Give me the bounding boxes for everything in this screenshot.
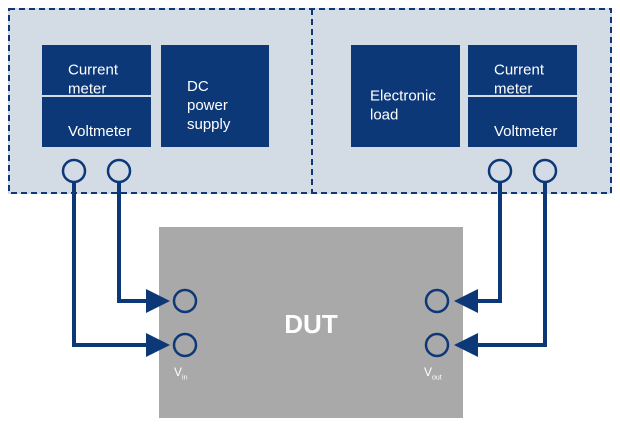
vin-terminal-lower xyxy=(172,332,198,358)
dc-power-supply: DC power supply xyxy=(161,45,269,147)
dut-block: DUT Vin Vout xyxy=(159,227,463,418)
source-terminal-1 xyxy=(61,158,87,184)
source-voltmeter: Voltmeter xyxy=(42,97,151,147)
source-current-meter: Current meter xyxy=(42,45,151,98)
electronic-load-label: Electronic load xyxy=(370,87,436,124)
vin-label: Vin xyxy=(174,365,188,382)
load-current-meter: Current meter xyxy=(468,45,577,98)
load-terminal-1 xyxy=(487,158,513,184)
vout-terminal-upper xyxy=(424,288,450,314)
wire-source-to-vin-lower xyxy=(72,183,170,357)
load-current-meter-label: Current meter xyxy=(494,61,545,98)
wire-load-to-vout-lower xyxy=(454,183,547,357)
vout-terminal-lower xyxy=(424,332,450,358)
outer-dashed-border xyxy=(8,8,612,194)
dc-power-supply-label: DC power supply xyxy=(187,78,231,133)
load-voltmeter: Voltmeter xyxy=(468,97,577,147)
vout-label: Vout xyxy=(424,365,442,382)
wire-source-to-vin-upper xyxy=(117,183,170,313)
source-current-meter-label: Current meter xyxy=(68,61,119,98)
electronic-load: Electronic load xyxy=(351,45,460,147)
load-equipment-panel: Electronic load Current meter Voltmeter xyxy=(312,8,612,194)
source-equipment-panel: Current meter Voltmeter DC power supply xyxy=(8,8,312,194)
load-terminal-2 xyxy=(532,158,558,184)
wire-load-to-vout-upper xyxy=(454,183,502,313)
source-terminal-2 xyxy=(106,158,132,184)
dut-label: DUT xyxy=(284,309,338,339)
source-voltmeter-label: Voltmeter xyxy=(68,123,132,140)
vin-terminal-upper xyxy=(172,288,198,314)
load-voltmeter-label: Voltmeter xyxy=(494,123,558,140)
